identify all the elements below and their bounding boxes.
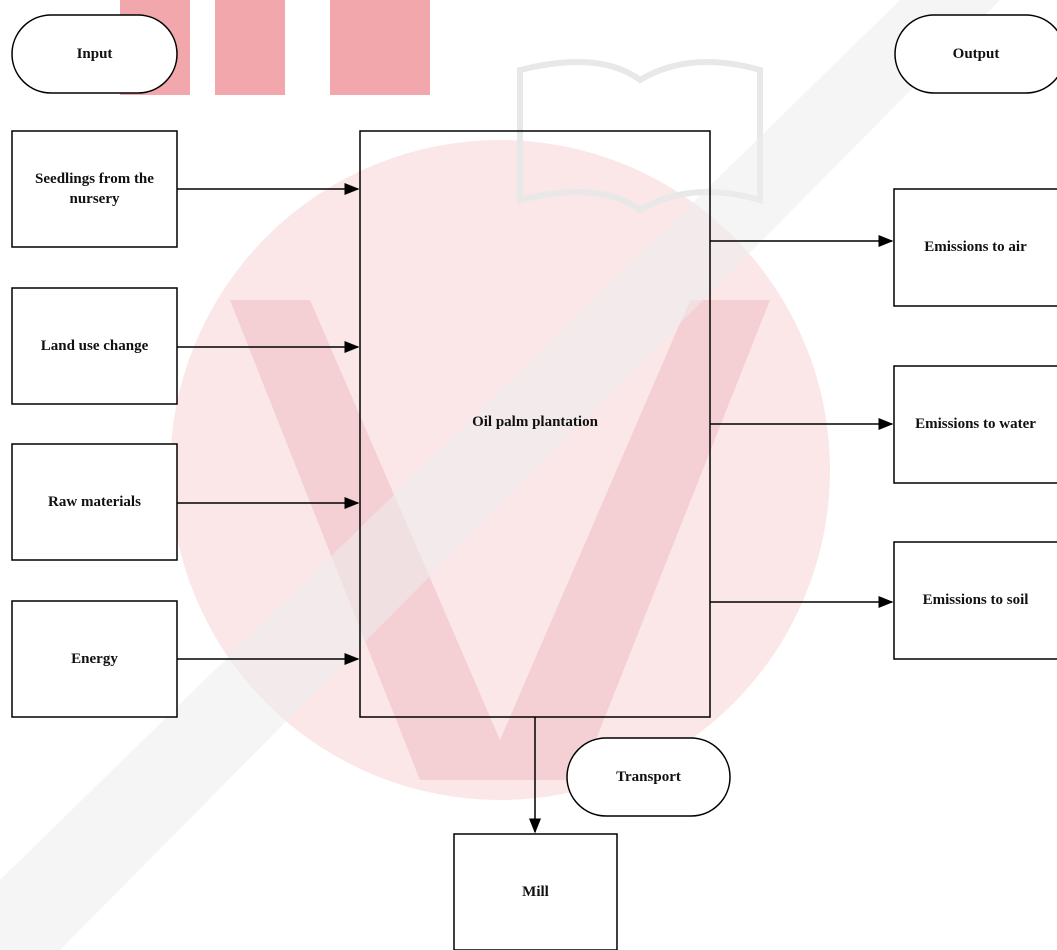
input-box-energy (11, 600, 178, 718)
watermark-shield (230, 300, 770, 780)
input-label-land-use: Land use change (40, 337, 149, 354)
input-box-raw-materials (11, 443, 178, 561)
input-label-raw-materials: Raw materials (48, 493, 141, 510)
output-box-air (893, 188, 1057, 307)
watermark-letter-m (330, 0, 430, 95)
input-label-seedlings: Seedlings from the nursery (35, 170, 154, 207)
transport-label: Transport (616, 768, 681, 785)
output-label-soil: Emissions to soil (922, 592, 1029, 609)
watermark-copyright-diagonal (0, 0, 1000, 950)
mill-box (453, 833, 618, 950)
watermark-letter-p (215, 0, 285, 95)
output-label-water: Emissions to water (915, 416, 1036, 433)
input-label-energy: Energy (71, 650, 118, 667)
output-label-air: Emissions to air (924, 239, 1027, 256)
output-header-label: Output (952, 45, 1000, 62)
output-box-soil (893, 541, 1057, 660)
process-label: Oil palm plantation (472, 413, 598, 430)
input-header-label: Input (76, 45, 113, 62)
output-box-water (893, 365, 1057, 484)
input-box-land-use (11, 287, 178, 405)
mill-label: Mill (522, 883, 549, 900)
input-box-seedlings (11, 130, 178, 248)
transport-terminator (566, 737, 731, 817)
output-terminator (894, 14, 1057, 94)
input-terminator (11, 14, 178, 94)
